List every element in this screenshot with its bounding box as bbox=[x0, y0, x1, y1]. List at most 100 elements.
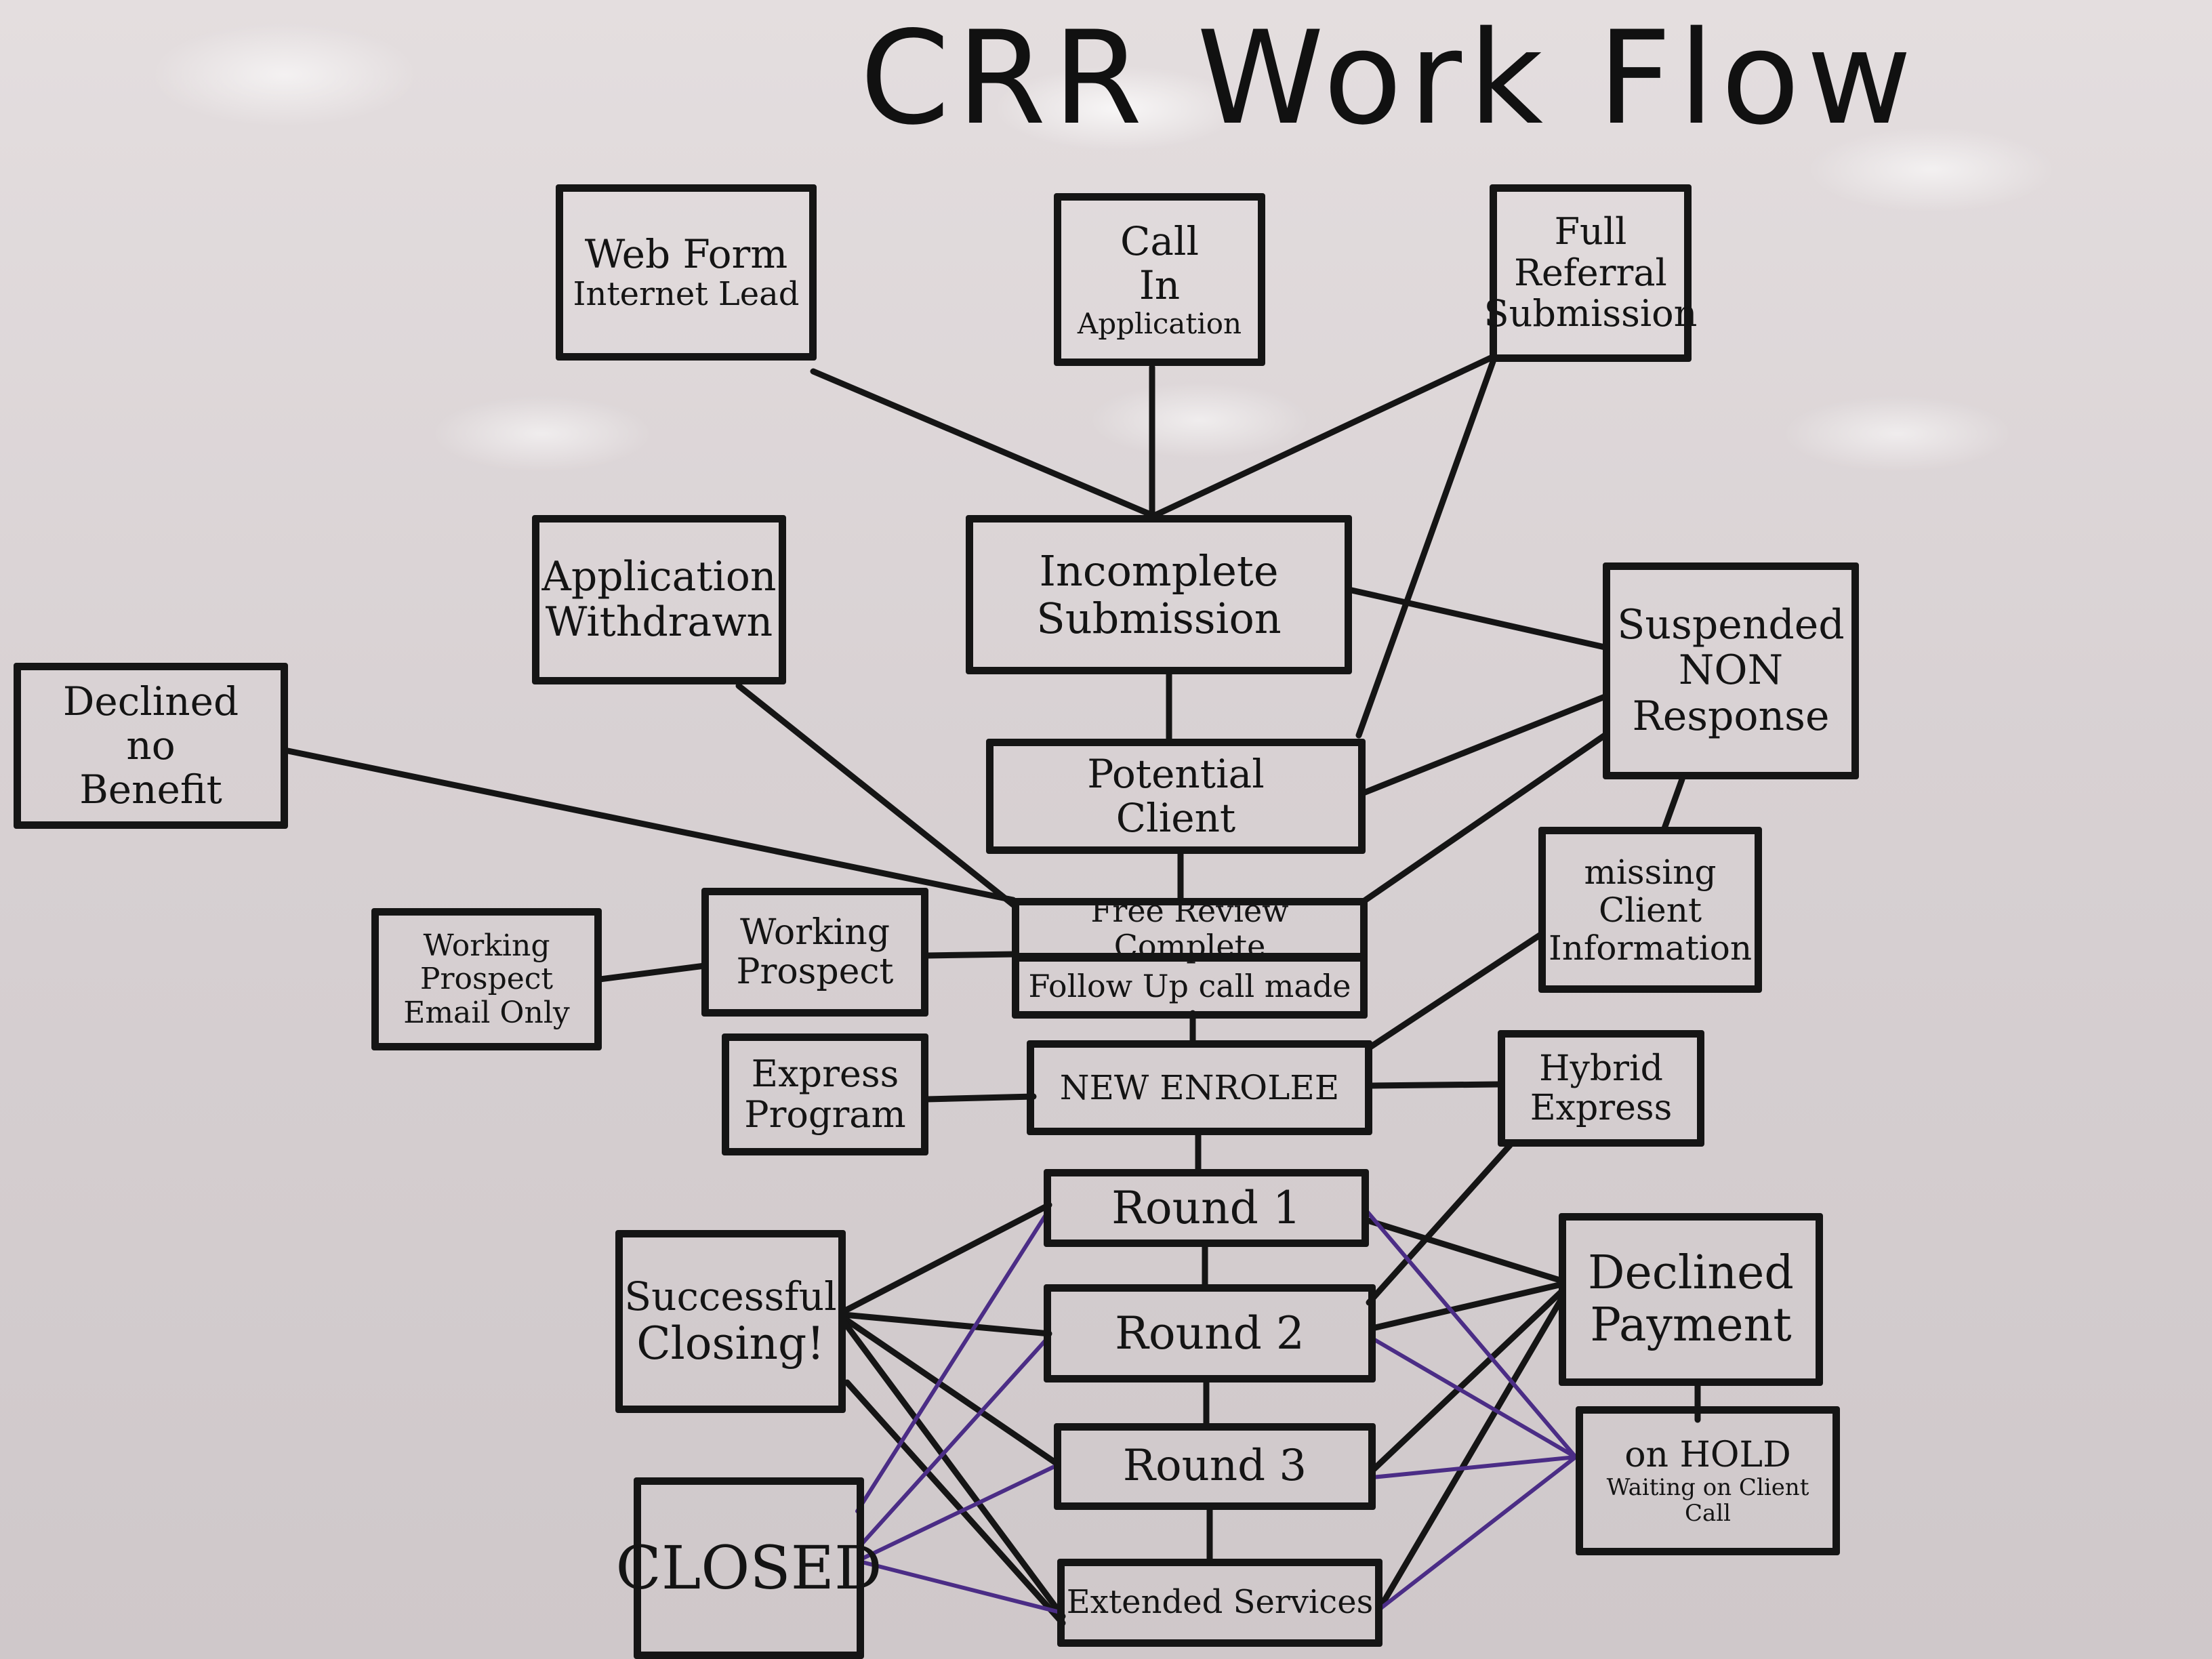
node-label-line: Potential bbox=[1087, 751, 1265, 798]
node-missing-client-information: missing Client Information bbox=[1538, 827, 1762, 993]
node-successful-closing: Successful Closing! bbox=[615, 1230, 846, 1413]
edge-hybrid-round2 bbox=[1366, 1142, 1513, 1306]
node-working-prospect: Working Prospect bbox=[701, 888, 928, 1017]
node-call-in: Call In Application bbox=[1054, 193, 1265, 366]
edge-r3-declined bbox=[1369, 1288, 1565, 1474]
edge-referral-potential bbox=[1355, 354, 1498, 739]
node-label-line: Submission bbox=[1036, 593, 1282, 643]
node-label-line: Call bbox=[1120, 218, 1200, 265]
node-label-line: Closing! bbox=[636, 1317, 825, 1370]
edge-r2-success bbox=[840, 1311, 1052, 1337]
node-label-line: Program bbox=[744, 1093, 906, 1136]
node-label-line: Email Only bbox=[403, 995, 570, 1030]
edge-ext-declined bbox=[1376, 1294, 1565, 1613]
edge-r2-closed bbox=[859, 1334, 1051, 1547]
node-label-line: Internet Lead bbox=[573, 274, 800, 313]
edge-review-suspended bbox=[1360, 732, 1608, 905]
edge-express-newenrollee bbox=[924, 1093, 1037, 1103]
edge-r3-success bbox=[840, 1315, 1061, 1467]
edge-ext-onhold bbox=[1377, 1455, 1578, 1612]
edge-ext-closed bbox=[860, 1560, 1065, 1615]
node-declined-payment: Declined Payment bbox=[1559, 1213, 1823, 1386]
node-label-line: Express bbox=[751, 1052, 899, 1095]
node-label-line: Information bbox=[1548, 928, 1753, 968]
node-label-line: Round 1 bbox=[1111, 1181, 1301, 1234]
edge-incomplete-suspended bbox=[1345, 586, 1608, 651]
node-potential-client: Potential Client bbox=[986, 739, 1366, 854]
node-declined-no-benefit: Declined no Benefit bbox=[14, 663, 288, 829]
node-label-line: Suspended bbox=[1617, 601, 1845, 649]
node-label-line: NEW ENROLEE bbox=[1059, 1068, 1340, 1107]
node-label-line: Declined bbox=[62, 678, 239, 725]
edge-ext-success bbox=[840, 1318, 1066, 1620]
edge-webform-incomplete bbox=[810, 368, 1155, 518]
node-incomplete-submission: Incomplete Submission bbox=[966, 515, 1352, 674]
edge-declined-review bbox=[285, 747, 1017, 903]
node-label-line: Client bbox=[1115, 795, 1236, 841]
node-label-line: Working bbox=[740, 912, 890, 953]
node-label-line: NON bbox=[1678, 647, 1784, 695]
edge-ext-success-2 bbox=[844, 1379, 1066, 1626]
node-web-form: Web Form Internet Lead bbox=[556, 184, 817, 361]
node-label-line: Referral bbox=[1514, 251, 1667, 294]
edge-r1-closed bbox=[855, 1208, 1051, 1513]
node-label-line: on HOLD bbox=[1624, 1434, 1791, 1475]
node-label-line: CLOSED bbox=[615, 1532, 882, 1603]
node-label-line: Round 3 bbox=[1122, 1441, 1307, 1492]
node-extended-services: Extended Services bbox=[1057, 1559, 1382, 1647]
node-label-line: Extended Services bbox=[1066, 1583, 1374, 1622]
edge-newenrollee-hybrid bbox=[1369, 1081, 1502, 1089]
edge-newenrollee-missing bbox=[1367, 930, 1545, 1050]
node-label-line: Submission bbox=[1483, 292, 1698, 335]
node-label-line: Prospect bbox=[736, 951, 894, 992]
node-new-enrollee: NEW ENROLEE bbox=[1027, 1040, 1372, 1135]
node-round-2: Round 2 bbox=[1044, 1284, 1376, 1382]
node-label-line: Hybrid bbox=[1539, 1048, 1663, 1089]
node-suspended-non-response: Suspended NON Response bbox=[1603, 562, 1859, 779]
node-label-line: Payment bbox=[1590, 1298, 1792, 1352]
node-label-line: Full bbox=[1554, 210, 1627, 253]
node-label-line: Application bbox=[1077, 306, 1242, 340]
node-label-line: missing bbox=[1584, 852, 1717, 892]
edge-potential-suspended bbox=[1360, 693, 1608, 796]
node-label-line: In bbox=[1139, 262, 1181, 308]
node-label-line: Application bbox=[541, 552, 777, 600]
node-label-line: Withdrawn bbox=[545, 598, 773, 646]
node-label-line: no bbox=[126, 722, 176, 769]
node-application-withdrawn: Application Withdrawn bbox=[532, 515, 786, 684]
node-label-line: Waiting on Client Call bbox=[1606, 1474, 1809, 1528]
node-label-line: Express bbox=[1530, 1088, 1673, 1128]
node-hybrid-express: Hybrid Express bbox=[1498, 1030, 1704, 1147]
node-round-3: Round 3 bbox=[1054, 1423, 1376, 1510]
node-follow-up-call-made: Follow Up call made bbox=[1012, 954, 1368, 1019]
node-label-line: Working bbox=[423, 928, 550, 964]
node-label-line: Prospect bbox=[419, 962, 554, 997]
edge-referral-incomplete bbox=[1152, 354, 1494, 518]
edge-r2-declined bbox=[1369, 1281, 1565, 1332]
edge-prospect-review bbox=[924, 951, 1019, 959]
node-free-review-complete: Free Review Complete bbox=[1012, 894, 1368, 964]
node-closed: CLOSED bbox=[616, 1477, 882, 1659]
node-on-hold: on HOLD Waiting on Client Call bbox=[1576, 1406, 1840, 1555]
diagram-title: CRR Work Flow bbox=[859, 3, 1919, 153]
node-label-line: Incomplete bbox=[1039, 546, 1279, 596]
edge-r3-closed bbox=[860, 1463, 1059, 1561]
edge-email-prospect bbox=[596, 962, 708, 983]
edge-r1-onhold bbox=[1364, 1208, 1578, 1459]
node-label-line: Declined bbox=[1588, 1246, 1794, 1300]
node-label-line: Web Form bbox=[584, 230, 788, 277]
edge-r2-onhold bbox=[1370, 1336, 1578, 1459]
node-label-line: Benefit bbox=[79, 766, 222, 813]
edge-withdrawn-review bbox=[735, 682, 1017, 908]
node-express-program: Express Program bbox=[722, 1033, 928, 1155]
node-working-prospect-email-only: Working Prospect Email Only bbox=[371, 908, 602, 1050]
node-label-line: Follow Up call made bbox=[1028, 967, 1351, 1004]
node-label-line: Round 2 bbox=[1115, 1307, 1305, 1359]
node-label-line: Successful bbox=[624, 1273, 837, 1319]
node-label-line: Client bbox=[1598, 890, 1702, 930]
edge-suspended-missing bbox=[1660, 776, 1685, 834]
edge-r3-onhold bbox=[1370, 1455, 1578, 1479]
edge-r1-declined bbox=[1362, 1216, 1565, 1284]
